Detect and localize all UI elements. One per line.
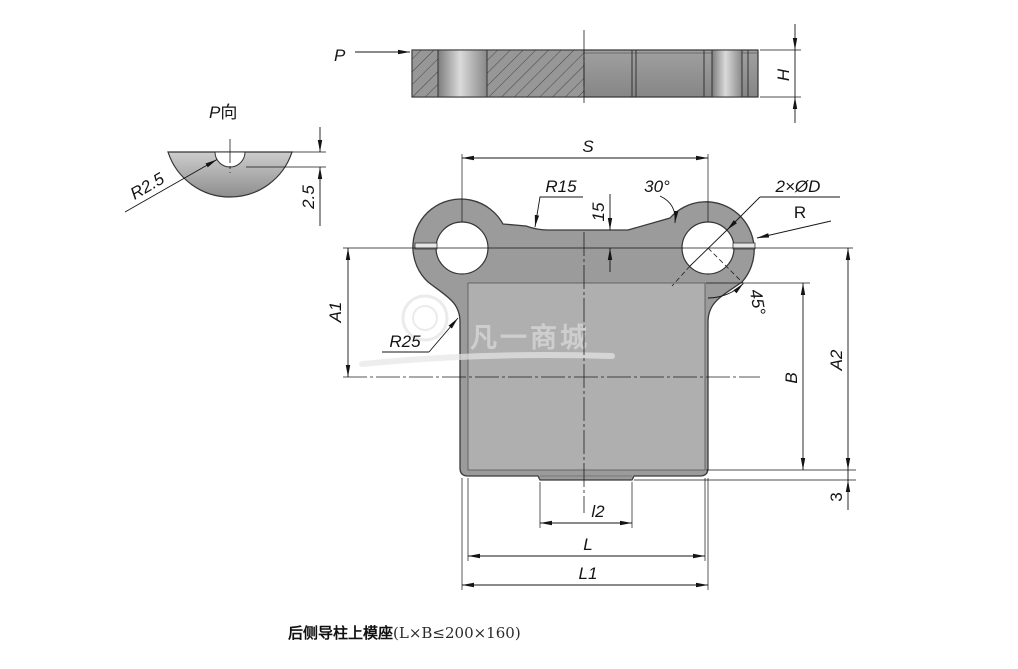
angle-30-arc bbox=[659, 195, 679, 224]
angle-45-arc bbox=[707, 283, 744, 299]
angle-30-label: 30° bbox=[644, 177, 670, 196]
holes-leader bbox=[726, 196, 761, 231]
top-view: P H bbox=[334, 24, 801, 123]
top-view-bore-right bbox=[711, 49, 743, 98]
a1-dimension-label: A1 bbox=[326, 302, 345, 324]
h-dimension-label: H bbox=[774, 68, 793, 81]
front-view: 凡一商城 S R15 15 30° bbox=[326, 137, 856, 590]
b-dimension-label: B bbox=[782, 372, 801, 383]
dim-3-label: 3 bbox=[827, 492, 846, 501]
watermark-logo-inner bbox=[412, 305, 438, 331]
top-view-hatch-center bbox=[486, 49, 585, 98]
watermark-brush-stroke bbox=[359, 352, 615, 367]
s-dimension-label: S bbox=[582, 137, 594, 156]
groove-radius-label: R2.5 bbox=[127, 169, 168, 204]
p-direction-label: P bbox=[334, 46, 346, 65]
top-view-bore-left bbox=[437, 49, 488, 98]
p-view-segment bbox=[167, 151, 293, 198]
l1-dimension-label: L1 bbox=[579, 564, 598, 583]
r15-label: R15 bbox=[545, 177, 577, 196]
a2-dimension-label: A2 bbox=[827, 349, 846, 371]
r25-leader bbox=[428, 317, 459, 353]
watermark: 凡一商城 bbox=[359, 294, 615, 367]
p-view-title-letter: P bbox=[209, 103, 221, 122]
oil-groove-right bbox=[732, 242, 756, 250]
top-view-hatch-left bbox=[411, 49, 439, 98]
depth-dimension-label: 2.5 bbox=[299, 185, 318, 210]
angle-45-radial bbox=[707, 247, 744, 284]
r-label: R bbox=[794, 203, 806, 222]
p-view-title: P向 bbox=[209, 103, 237, 122]
dim-15-label: 15 bbox=[589, 202, 608, 221]
r-leader bbox=[756, 220, 832, 239]
l-dimension-label: L bbox=[583, 535, 592, 554]
p-view-title-suffix: 向 bbox=[220, 103, 237, 122]
watermark-logo-ring bbox=[401, 294, 449, 342]
oil-groove-left bbox=[414, 242, 438, 250]
r25-label: R25 bbox=[389, 332, 421, 351]
angle-45-label: 45° bbox=[746, 288, 769, 317]
r15-leader bbox=[534, 196, 583, 228]
groove-radius-leader bbox=[124, 159, 218, 213]
figure-caption: 后侧导柱上模座(L×B≤200×160) bbox=[288, 624, 521, 642]
caption-spec: (L×B≤200×160) bbox=[393, 624, 521, 642]
watermark-text: 凡一商城 bbox=[470, 323, 590, 354]
holes-leader-extension bbox=[671, 265, 691, 287]
l2-dimension-label: l2 bbox=[591, 502, 605, 521]
plate-inner-face bbox=[467, 282, 706, 471]
holes-label: 2×ØD bbox=[775, 177, 821, 196]
p-view: P向 2.5 R2.5 bbox=[124, 103, 326, 226]
caption-title: 后侧导柱上模座 bbox=[288, 624, 393, 642]
